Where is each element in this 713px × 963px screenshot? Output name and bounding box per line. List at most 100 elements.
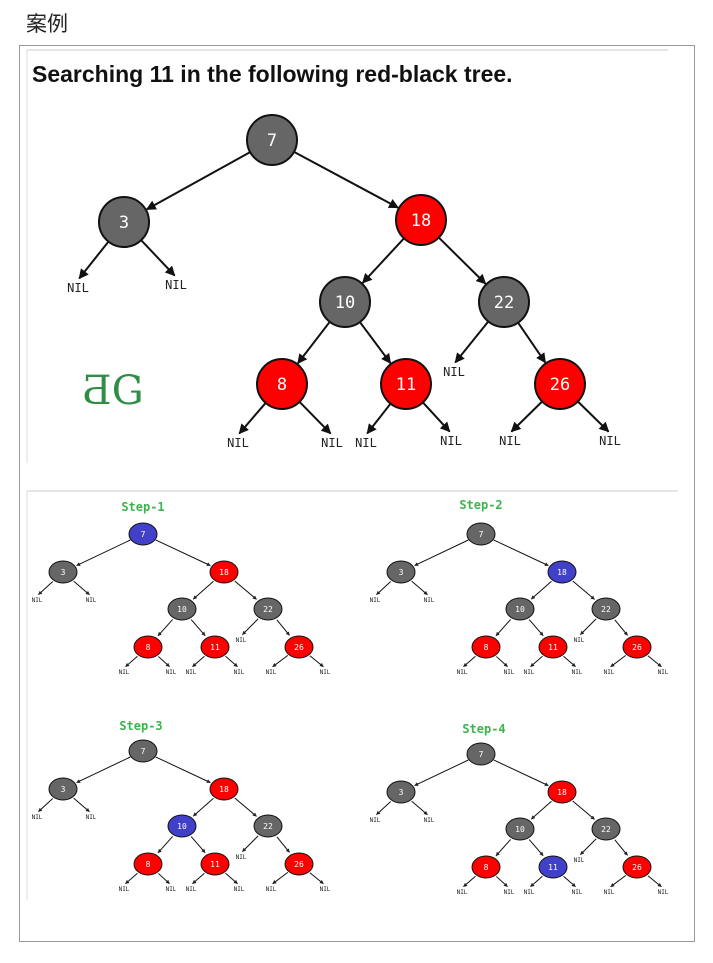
tree-edge xyxy=(614,619,628,636)
tree-edge xyxy=(297,321,331,365)
nil-leaf-label: NIL xyxy=(320,669,331,676)
nil-leaf-label: NIL xyxy=(119,886,130,893)
nil-leaf-label: NIL xyxy=(370,817,381,824)
tree-edge xyxy=(359,321,392,364)
tree-node-value: 7 xyxy=(141,530,146,539)
section-heading: 案例 xyxy=(26,12,68,36)
tree-node-value: 11 xyxy=(548,643,558,652)
tree-edge xyxy=(496,876,508,888)
tree-node-value: 3 xyxy=(399,788,404,797)
tree-edge xyxy=(73,580,90,596)
tree-edge xyxy=(530,800,552,820)
tree-edge xyxy=(76,756,131,784)
tree-edge xyxy=(190,619,206,637)
geeksforgeeks-logo: ƋG xyxy=(82,368,143,414)
tree-edge xyxy=(563,655,576,668)
tree-node-value: 26 xyxy=(294,643,304,652)
tree-node-26 xyxy=(622,635,652,659)
tree-node-8 xyxy=(133,852,163,876)
tree-node-value: 22 xyxy=(601,825,611,834)
nil-leaf-label: NIL xyxy=(227,436,249,450)
tree-node-3 xyxy=(48,560,78,584)
tree-edge xyxy=(158,873,170,885)
nil-leaf-label: NIL xyxy=(572,889,583,896)
tree-edge xyxy=(73,797,90,813)
tree-node-value: 10 xyxy=(515,825,525,834)
tree-node-value: 26 xyxy=(550,375,570,395)
tree-node-value: 26 xyxy=(294,860,304,869)
tree-edge xyxy=(496,656,508,668)
tree-edge xyxy=(463,875,476,888)
tree-node-value: 18 xyxy=(557,788,567,797)
nil-leaf-label: NIL xyxy=(604,889,615,896)
tree-node-value: 3 xyxy=(61,568,66,577)
tree-node-value: 7 xyxy=(141,747,146,756)
tree-node-26 xyxy=(284,635,314,659)
nil-leaf-label: NIL xyxy=(266,669,277,676)
tree-edge xyxy=(293,150,399,209)
nil-leaf-label: NIL xyxy=(236,637,247,644)
nil-leaf-label: NIL xyxy=(524,669,535,676)
tree-node-11 xyxy=(200,635,230,659)
tree-edge xyxy=(145,151,251,211)
tree-edge xyxy=(414,539,469,567)
tree-node-value: 11 xyxy=(210,860,220,869)
nil-leaf-label: NIL xyxy=(186,669,197,676)
nil-leaf-label: NIL xyxy=(165,278,187,292)
tree-edge xyxy=(242,835,259,852)
nil-leaf-label: NIL xyxy=(599,434,621,448)
tree-node-10 xyxy=(167,597,197,621)
nil-leaf-label: NIL xyxy=(67,281,89,295)
nil-leaf-label: NIL xyxy=(234,669,245,676)
tree-edge xyxy=(376,581,392,596)
nil-leaf-label: NIL xyxy=(457,889,468,896)
tree-edge xyxy=(225,655,238,668)
tree-edge xyxy=(276,619,290,636)
tree-node-value: 3 xyxy=(61,785,66,794)
tree-node-11 xyxy=(538,855,568,879)
tree-node-18 xyxy=(209,777,239,801)
tree-edge xyxy=(572,800,595,820)
tree-edge xyxy=(140,239,176,277)
tree-edge xyxy=(517,322,547,364)
nil-leaf-label: NIL xyxy=(32,814,43,821)
tree-node-3 xyxy=(386,560,416,584)
tree-edge xyxy=(192,655,205,668)
tree-edge xyxy=(580,838,597,855)
tree-edge xyxy=(125,655,138,668)
tree-node-value: 18 xyxy=(219,785,229,794)
tree-edge xyxy=(610,655,627,668)
nil-leaf-label: NIL xyxy=(658,889,669,896)
tree-edge xyxy=(647,655,662,668)
tree-node-10 xyxy=(319,276,371,328)
tree-edge xyxy=(530,580,552,600)
tree-node-22 xyxy=(478,276,530,328)
nil-leaf-label: NIL xyxy=(186,886,197,893)
nil-leaf-label: NIL xyxy=(424,597,435,604)
tree-node-value: 11 xyxy=(548,863,558,872)
tree-edge xyxy=(192,580,214,600)
step-title: Step-4 xyxy=(462,722,505,736)
tree-node-value: 18 xyxy=(411,211,431,231)
tree-edge xyxy=(158,656,170,668)
tree-node-value: 8 xyxy=(484,863,489,872)
step-title: Step-2 xyxy=(459,498,502,512)
tree-edge xyxy=(577,400,610,433)
tree-edge xyxy=(495,839,512,857)
tree-edge xyxy=(190,836,206,854)
tree-edge xyxy=(530,655,543,668)
tree-node-11 xyxy=(538,635,568,659)
nil-leaf-label: NIL xyxy=(504,889,515,896)
tree-node-value: 18 xyxy=(557,568,567,577)
tree-edge xyxy=(234,797,257,817)
tree-node-value: 26 xyxy=(632,863,642,872)
nil-leaf-label: NIL xyxy=(457,669,468,676)
tree-node-3 xyxy=(98,196,150,248)
tree-node-value: 8 xyxy=(484,643,489,652)
tree-edge xyxy=(309,872,324,885)
tree-node-8 xyxy=(256,358,308,410)
tree-edge xyxy=(225,872,238,885)
tree-edge xyxy=(276,836,290,853)
tree-edge xyxy=(572,580,595,600)
